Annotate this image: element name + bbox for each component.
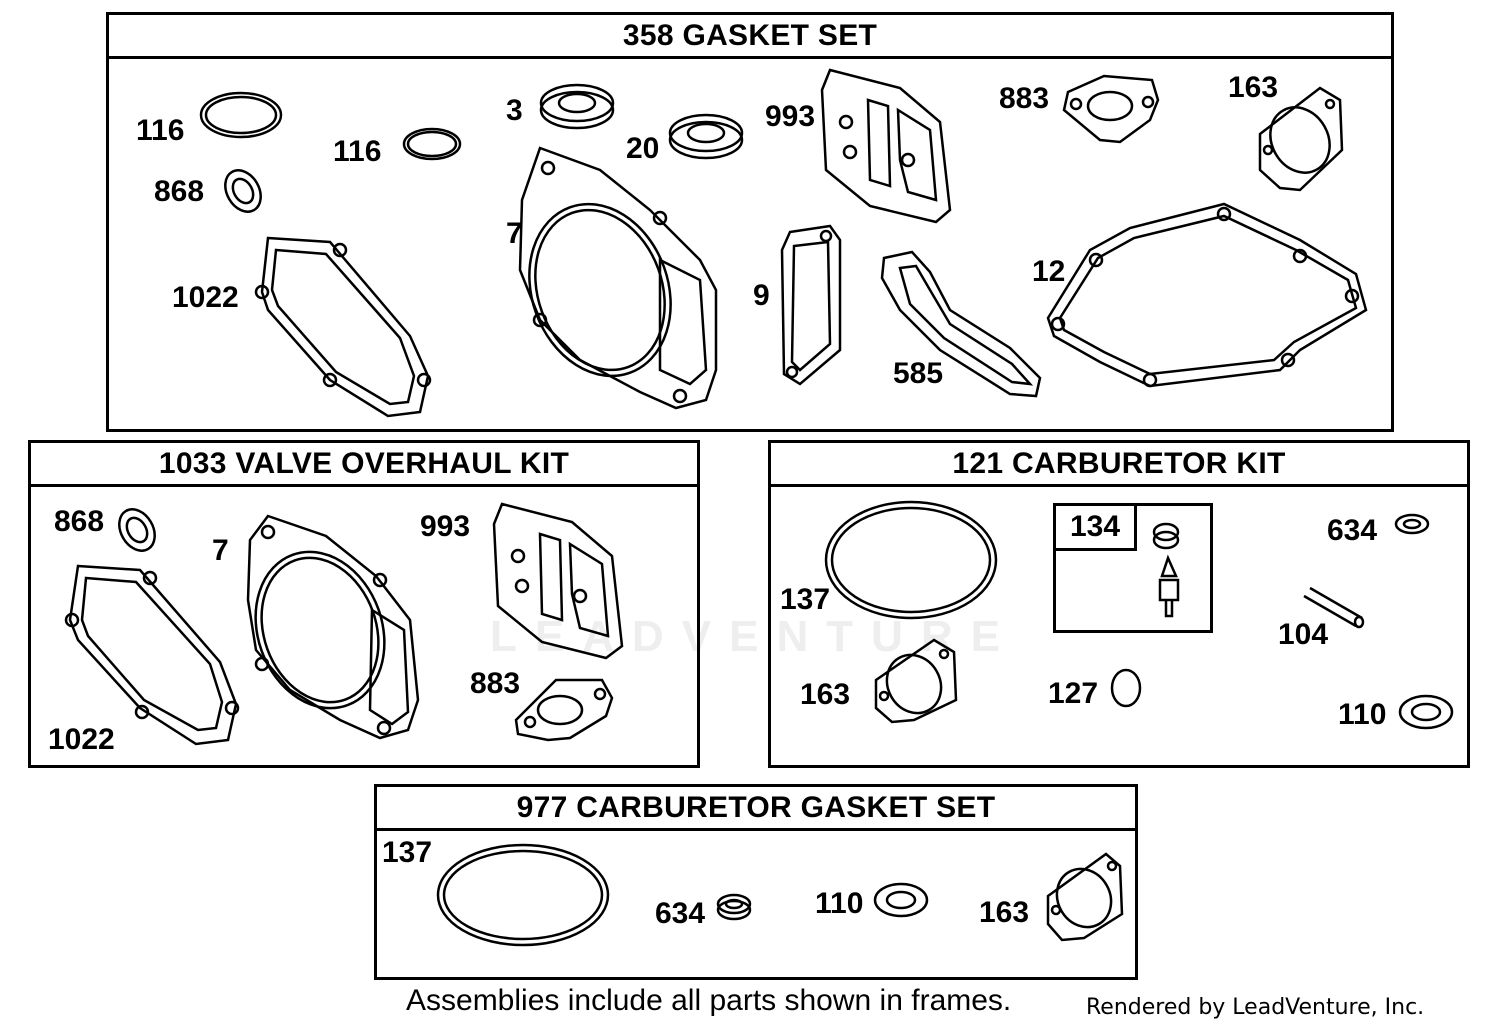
label-116-a: 116 [136, 114, 185, 147]
label-104: 104 [1278, 618, 1329, 651]
part-163-carb-gasket [1046, 852, 1124, 942]
part-127-welch-plug [1110, 668, 1142, 708]
label-883: 883 [999, 82, 1050, 115]
carb-gasket-set-frame: 977 CARBURETOR GASKET SET [374, 784, 1138, 980]
part-3-oil-seal [539, 83, 615, 123]
part-7-head-gasket [518, 146, 718, 410]
part-134-seat [1152, 522, 1180, 542]
part-116-ring-large [199, 91, 283, 139]
label-110: 110 [1338, 698, 1387, 731]
part-993-breather-gasket [492, 502, 624, 660]
label-20: 20 [626, 132, 660, 165]
assemblies-footnote: Assemblies include all parts shown in fr… [406, 984, 1012, 1017]
part-634-washer [716, 893, 752, 915]
label-3: 3 [506, 94, 523, 127]
label-7: 7 [506, 217, 523, 250]
label-7: 7 [212, 534, 229, 567]
label-634: 634 [1327, 514, 1378, 547]
part-883-intake-gasket [1062, 74, 1160, 144]
part-1022-cover-gasket [260, 236, 430, 418]
label-163: 163 [1228, 71, 1279, 104]
valve-kit-frame: 1033 VALVE OVERHAUL KIT [28, 440, 700, 768]
label-868: 868 [54, 505, 105, 538]
carb-kit-frame: 121 CARBURETOR KIT 134 [768, 440, 1470, 768]
label-137: 137 [382, 836, 433, 869]
label-110: 110 [815, 887, 864, 920]
part-634-washer [1394, 513, 1430, 535]
part-868-seal [224, 169, 262, 213]
part-104-pin [1303, 586, 1363, 628]
label-134: 134 [1053, 503, 1137, 551]
carb-gasket-set-title: 977 CARBURETOR GASKET SET [377, 787, 1135, 831]
part-110-washer [1398, 694, 1454, 730]
gasket-set-title: 358 GASKET SET [109, 15, 1391, 59]
part-20-oil-seal [668, 113, 744, 153]
part-883-intake-gasket [514, 678, 614, 742]
label-137: 137 [780, 583, 831, 616]
part-163-carb-gasket [1258, 86, 1344, 192]
part-137-bowl-gasket [436, 843, 610, 947]
render-credit: Rendered by LeadVenture, Inc. [1086, 995, 1425, 1020]
part-9-breather-gasket [780, 224, 842, 386]
part-993-breather-gasket [820, 68, 952, 224]
label-1022: 1022 [48, 723, 115, 756]
label-1022: 1022 [172, 281, 239, 314]
part-868-seal [118, 508, 156, 552]
label-163: 163 [800, 678, 851, 711]
label-163: 163 [979, 896, 1030, 929]
part-137-bowl-gasket [824, 500, 998, 620]
part-12-crankcase-gasket [1046, 202, 1368, 388]
gasket-set-frame: 358 GASKET SET [106, 12, 1394, 432]
label-868: 868 [154, 175, 205, 208]
needle-valve-subframe: 134 [1053, 503, 1213, 633]
label-127: 127 [1048, 677, 1099, 710]
label-993: 993 [420, 510, 471, 543]
valve-kit-title: 1033 VALVE OVERHAUL KIT [31, 443, 697, 487]
label-12: 12 [1032, 255, 1066, 288]
part-1022-cover-gasket [68, 564, 238, 746]
part-134-needle [1158, 554, 1180, 618]
label-883: 883 [470, 667, 521, 700]
label-585: 585 [893, 357, 944, 390]
label-9: 9 [753, 279, 770, 312]
label-116-b: 116 [333, 135, 382, 168]
part-585-intake-gasket [880, 250, 1042, 398]
label-993: 993 [765, 100, 816, 133]
label-634: 634 [655, 897, 706, 930]
part-163-carb-gasket [874, 638, 958, 724]
carb-kit-title: 121 CARBURETOR KIT [771, 443, 1467, 487]
part-116-ring-small [402, 127, 462, 161]
part-110-washer [873, 882, 929, 918]
